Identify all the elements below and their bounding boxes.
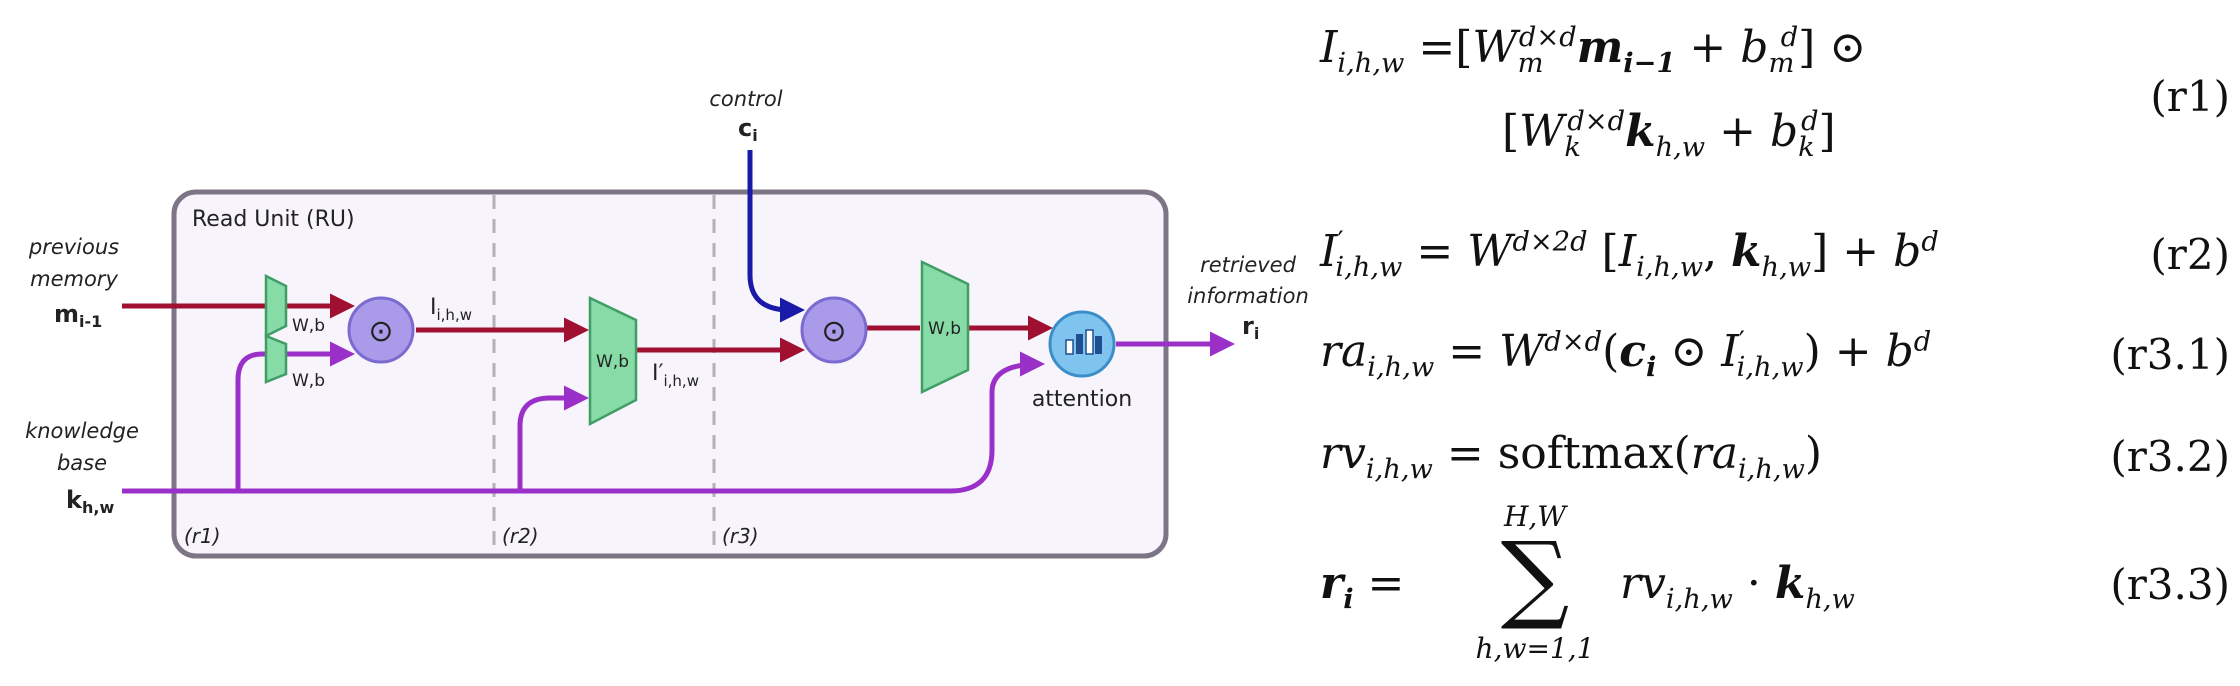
equation-r3-2: rvi,h,w = softmax(rai,h,w) <box>1320 428 1823 485</box>
read-unit-title: Read Unit (RU) <box>192 207 355 232</box>
linear-block-knowledge <box>264 334 288 384</box>
linear-label-r3: W,b <box>928 319 961 339</box>
kb-symbol: kh,w <box>66 486 114 517</box>
memory-caption-1: previous <box>28 235 119 259</box>
control-symbol: ci <box>738 114 758 145</box>
section-label-r1: (r1) <box>184 524 221 548</box>
equation-number-r3-3: (r3.3) <box>2110 560 2230 609</box>
equation-r3-3: ri = H,W ∑ h,w=1,1 rvi,h,w · kh,w <box>1320 500 1855 665</box>
knowledge-to-linear-r2-wire <box>517 385 589 491</box>
softmax-word: softmax <box>1497 428 1674 479</box>
sum-upper-limit: H,W <box>1503 500 1567 533</box>
product-node-r1 <box>347 296 415 364</box>
linear-block-memory <box>264 273 288 339</box>
sigma-symbol: ∑ <box>1500 521 1570 633</box>
read-unit-diagram: Read Unit (RU) (r1) (r2) (r3) W,b W,b W,… <box>25 87 1309 559</box>
output-caption-2: information <box>1187 284 1309 308</box>
bar-chart-icon <box>1065 329 1102 355</box>
linear-block-r2 <box>588 296 638 427</box>
attention-label: attention <box>1032 387 1132 412</box>
product-symbol-r1: ⊙ <box>368 314 393 349</box>
control-wire <box>747 150 805 323</box>
equation-r1-line2: [Wkd×dkh,w + bkd] <box>1502 106 1836 163</box>
memory-caption-2: memory <box>30 267 118 291</box>
read-unit-box <box>171 189 1169 559</box>
kb-caption-2: base <box>57 451 107 475</box>
linear-block-r3 <box>920 260 970 394</box>
equations-panel: Ii,h,w =[Wmd×dmi−1 + bmd] ⊙ [Wkd×dkh,w +… <box>1320 0 2230 686</box>
equation-r2: I′i,h,w = Wd×2d [Ii,h,w, kh,w] + bd <box>1320 226 1939 283</box>
product-node-r3 <box>800 296 868 364</box>
section-label-r2: (r2) <box>502 524 539 548</box>
equation-number-r1: (r1) <box>2150 72 2230 121</box>
kb-caption-1: knowledge <box>25 419 139 443</box>
knowledge-to-linear-r1-wire <box>235 351 266 491</box>
interaction2-label: I′i,h,w <box>652 361 699 390</box>
equation-number-r3-1: (r3.1) <box>2110 330 2230 379</box>
product-symbol-r3: ⊙ <box>821 314 846 349</box>
sum-lower-limit: h,w=1,1 <box>1475 632 1595 665</box>
output-symbol: ri <box>1242 312 1259 343</box>
equation-number-r3-2: (r3.2) <box>2110 432 2230 481</box>
output-caption-1: retrieved <box>1200 253 1297 277</box>
equation-r1-line1: Ii,h,w =[Wmd×dmi−1 + bmd] ⊙ <box>1320 22 1867 79</box>
linear-label-memory: W,b <box>292 316 325 336</box>
linear-label-knowledge: W,b <box>292 371 325 391</box>
control-caption: control <box>709 87 782 111</box>
equation-number-r2: (r2) <box>2150 230 2230 279</box>
interaction-label: Ii,h,w <box>430 295 472 324</box>
equation-r3-1: rai,h,w = Wd×d(ci ⊙ I′i,h,w) + bd <box>1320 326 1932 383</box>
memory-symbol: mi-1 <box>54 300 102 331</box>
linear-label-r2: W,b <box>596 352 629 372</box>
section-label-r3: (r3) <box>722 524 759 548</box>
knowledge-base-wire <box>122 351 1045 494</box>
